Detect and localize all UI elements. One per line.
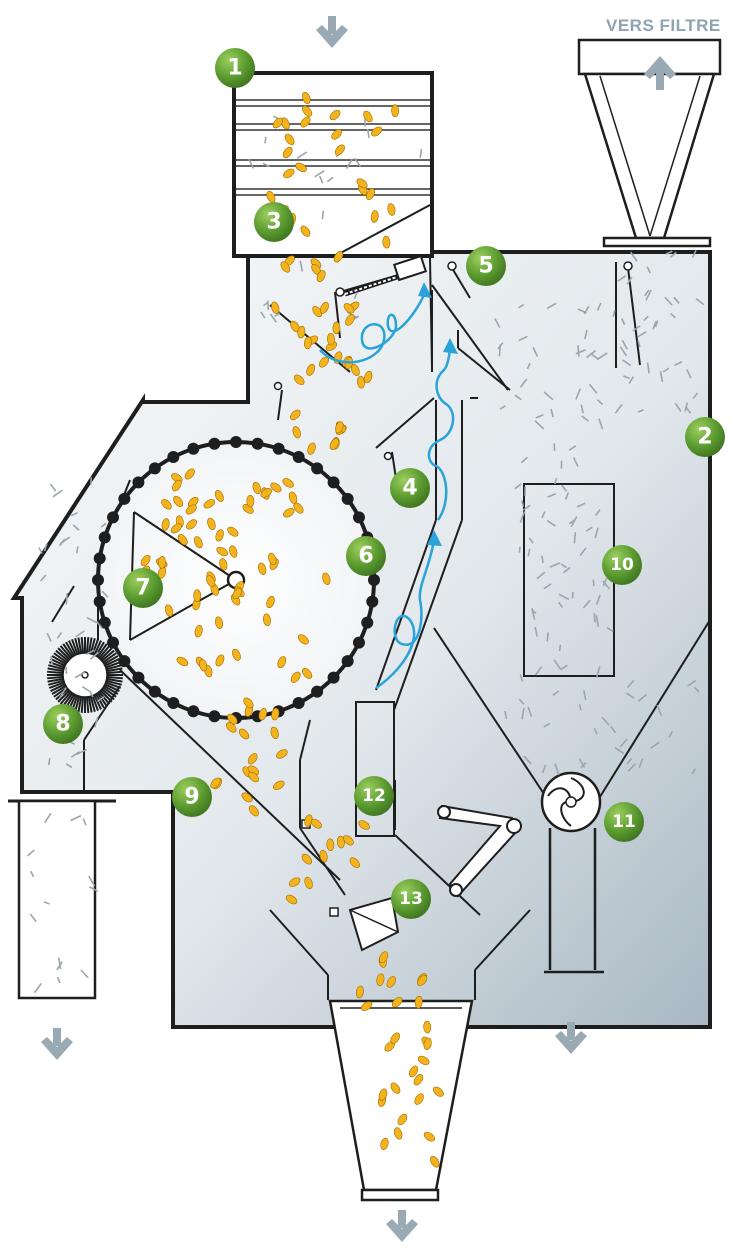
marker-1: 1 — [215, 48, 255, 88]
rotor-column — [544, 828, 604, 974]
marker-10-label: 10 — [610, 555, 634, 575]
marker-13: 13 — [391, 879, 431, 919]
marker-5-label: 5 — [478, 254, 493, 279]
drum-bumps — [92, 436, 380, 724]
grain-kernels — [140, 91, 444, 1168]
flow-arrows — [41, 16, 676, 1242]
grain-output-funnel — [328, 999, 474, 1202]
feed-hopper — [232, 71, 434, 258]
conveyor-mechanism — [437, 804, 522, 898]
marker-12-label: 12 — [362, 786, 386, 806]
marker-13-label: 13 — [399, 889, 423, 909]
down-arrow-icon — [555, 1022, 587, 1054]
sorting-drum — [92, 436, 380, 724]
marker-6: 6 — [346, 536, 386, 576]
marker-2: 2 — [685, 417, 725, 457]
marker-3: 3 — [254, 202, 294, 242]
marker-2-label: 2 — [697, 425, 712, 450]
down-arrow-icon — [41, 1028, 73, 1060]
flap-pivots — [273, 261, 633, 917]
up-arrow-icon — [644, 56, 676, 90]
down-arrow-icon — [316, 16, 348, 48]
marker-7: 7 — [123, 568, 163, 608]
airflow-arrowheads — [418, 282, 458, 546]
marker-3-label: 3 — [266, 210, 281, 235]
airflow-streams — [319, 289, 455, 690]
marker-12: 12 — [354, 776, 394, 816]
marker-9-label: 9 — [184, 785, 199, 810]
rotary-valve — [540, 771, 602, 833]
marker-11-label: 11 — [612, 812, 636, 832]
filter-cyclone: VERS FILTRE — [577, 16, 722, 248]
marker-5: 5 — [466, 246, 506, 286]
waste-bin — [8, 799, 116, 1000]
air-valve-actuator — [344, 254, 428, 297]
marker-10: 10 — [602, 545, 642, 585]
marker-7-label: 7 — [135, 576, 150, 601]
internal-baffles — [51, 257, 711, 1000]
marker-4-label: 4 — [402, 476, 417, 501]
aspiration-channel — [355, 701, 395, 837]
marker-8-label: 8 — [55, 712, 70, 737]
marker-11: 11 — [604, 802, 644, 842]
marker-8: 8 — [43, 704, 83, 744]
down-arrow-icon — [386, 1210, 418, 1242]
filter-exit-label: VERS FILTRE — [606, 16, 721, 35]
grain-sensor-box — [348, 896, 400, 952]
cleaning-brush — [47, 637, 123, 713]
marker-9: 9 — [172, 777, 212, 817]
marker-1-label: 1 — [227, 56, 242, 81]
marker-6-label: 6 — [358, 544, 373, 569]
marker-4: 4 — [390, 468, 430, 508]
